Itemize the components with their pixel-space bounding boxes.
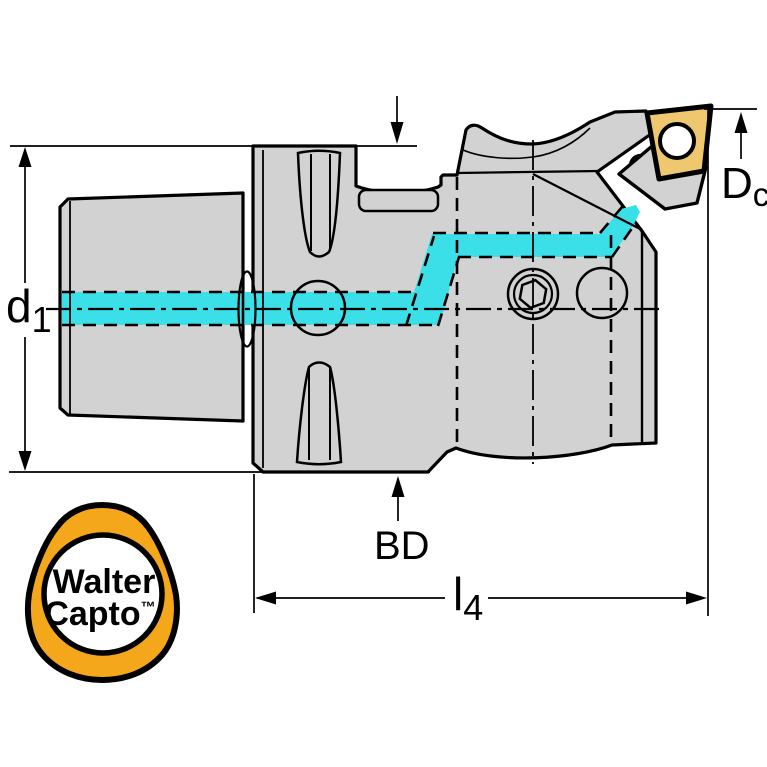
insert-assembly (617, 103, 714, 211)
flange-slot-bottom (295, 361, 343, 466)
l4-arrow-left (255, 591, 276, 605)
channel-diag-left-dashed (404, 235, 436, 327)
top-arrow-down (390, 122, 404, 144)
flange-groove-pocket (357, 188, 440, 213)
coolant-channel-highlight (62, 205, 640, 325)
logo-tm-mark: ™ (141, 599, 156, 616)
d1-arrow-up (18, 147, 32, 167)
l4-arrow-right (686, 591, 707, 605)
channel-diag-right-dashed (436, 256, 461, 327)
clamp-screw-inner (512, 273, 554, 315)
head-side-hole (575, 266, 629, 320)
dim-label-l4: l4 (453, 568, 483, 628)
dimension-arrowheads (18, 112, 748, 605)
clamp-screw-outer (506, 267, 560, 321)
dim-label-d1: d1 (6, 280, 52, 340)
tool-holder-body (58, 109, 658, 474)
insert-screw-hole (658, 122, 696, 160)
flange-slot-top (296, 149, 342, 258)
dimension-lines (9, 96, 757, 616)
d1-arrow-down (18, 451, 32, 471)
logo-text-line1: Walter (53, 563, 156, 601)
dim-label-bd: BD (374, 524, 430, 568)
logo-inner-circle (41, 532, 165, 656)
nozzle-top-dashed (599, 206, 623, 234)
hidden-dashed-lines (62, 177, 637, 447)
logo-text-line2: Capto™ (44, 595, 155, 633)
head-shoulder-line (456, 169, 601, 175)
walter-capto-logo: Walter Capto™ (24, 501, 180, 684)
head-cone-edge (532, 173, 643, 231)
dim-label-dc: Dc (721, 159, 767, 213)
dc-arrow-up (734, 112, 748, 133)
clamp-screw-hex-socket (518, 278, 548, 310)
flange-head-outline (251, 109, 658, 474)
bd-arrow-up (391, 476, 405, 497)
nozzle-bottom-dashed (610, 223, 637, 258)
